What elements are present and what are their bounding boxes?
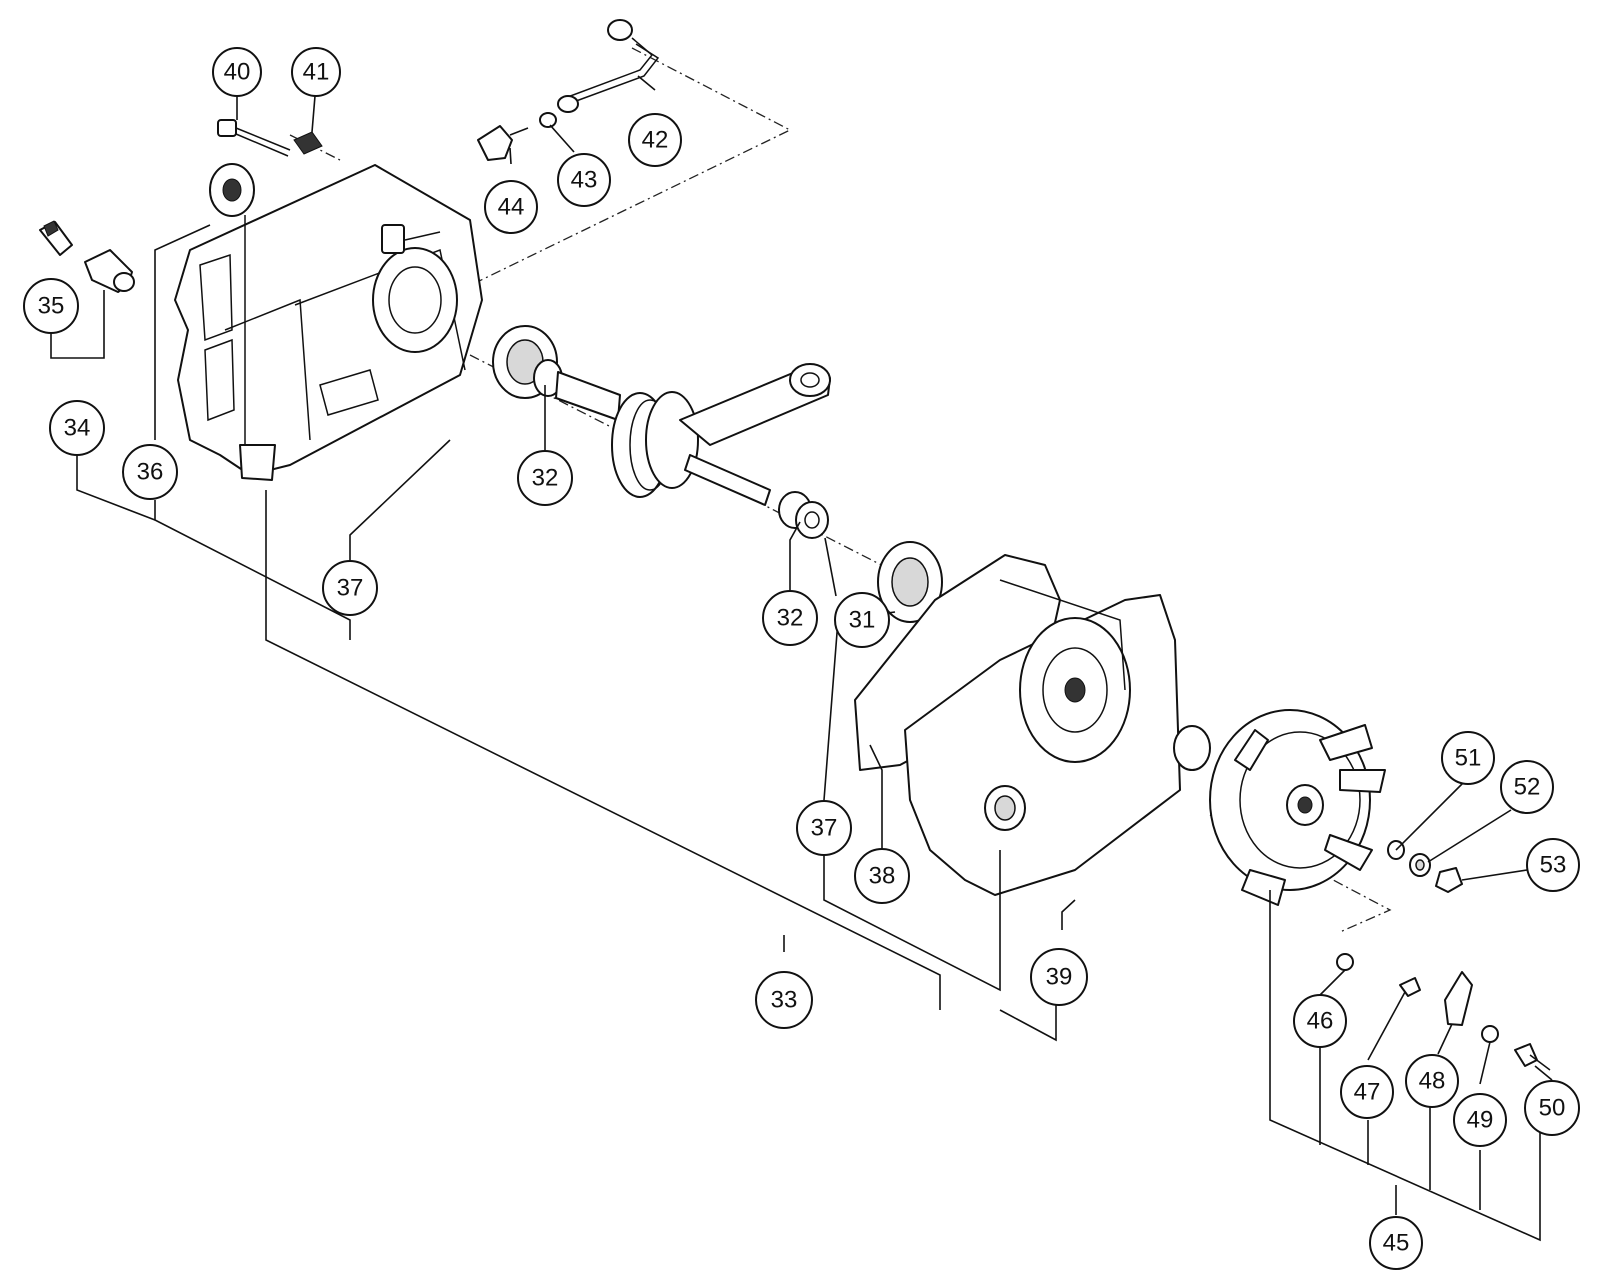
callout-50: 50 <box>1524 1080 1580 1136</box>
callout-32-lower: 32 <box>762 590 818 646</box>
callout-51: 51 <box>1441 731 1495 785</box>
svg-text:34: 34 <box>64 415 91 442</box>
svg-text:45: 45 <box>1383 1230 1410 1257</box>
callout-46: 46 <box>1293 994 1347 1048</box>
svg-text:36: 36 <box>137 459 164 486</box>
svg-text:32: 32 <box>777 605 804 632</box>
callout-49: 49 <box>1453 1093 1507 1147</box>
flywheel-assembly <box>1209 709 1551 1071</box>
callout-36: 36 <box>122 444 178 500</box>
callout-47: 47 <box>1340 1065 1394 1119</box>
callout-33: 33 <box>755 971 813 1029</box>
callout-52: 52 <box>1500 760 1554 814</box>
svg-text:41: 41 <box>303 59 330 86</box>
svg-text:33: 33 <box>771 987 798 1014</box>
svg-text:35: 35 <box>38 293 65 320</box>
right-crankcase-half <box>854 541 1211 896</box>
svg-text:39: 39 <box>1046 964 1073 991</box>
svg-text:42: 42 <box>642 127 669 154</box>
svg-text:49: 49 <box>1467 1107 1494 1134</box>
callout-42: 42 <box>628 113 682 167</box>
svg-text:51: 51 <box>1455 745 1482 772</box>
callout-44: 44 <box>484 180 538 234</box>
callout-40: 40 <box>212 47 262 97</box>
svg-text:32: 32 <box>532 465 559 492</box>
callout-41: 41 <box>291 47 341 97</box>
svg-text:37: 37 <box>811 815 838 842</box>
svg-text:50: 50 <box>1539 1095 1566 1122</box>
crankshaft-assembly <box>492 325 831 539</box>
bolt-40-nut-41 <box>217 119 323 157</box>
callout-45: 45 <box>1369 1216 1423 1270</box>
callout-48: 48 <box>1405 1054 1459 1108</box>
callout-38: 38 <box>854 848 910 904</box>
callout-31: 31 <box>834 592 890 648</box>
svg-text:52: 52 <box>1514 774 1541 801</box>
svg-text:40: 40 <box>224 59 251 86</box>
callout-53: 53 <box>1526 838 1580 892</box>
svg-text:43: 43 <box>571 167 598 194</box>
svg-text:47: 47 <box>1354 1079 1381 1106</box>
svg-text:48: 48 <box>1419 1068 1446 1095</box>
left-crankcase-half <box>174 163 483 481</box>
svg-text:53: 53 <box>1540 852 1567 879</box>
tube-42-fittings-43-44 <box>477 19 660 161</box>
callout-43: 43 <box>557 153 611 207</box>
callout-37-right: 37 <box>796 800 852 856</box>
svg-text:46: 46 <box>1307 1008 1334 1035</box>
svg-text:37: 37 <box>337 575 364 602</box>
fitting-35-parts <box>39 220 135 293</box>
svg-text:31: 31 <box>849 607 876 634</box>
leader-lines <box>50 75 1553 1242</box>
callout-37-left: 37 <box>322 560 378 616</box>
svg-text:38: 38 <box>869 863 896 890</box>
callout-34: 34 <box>49 400 105 456</box>
callout-35: 35 <box>23 278 79 334</box>
svg-text:44: 44 <box>498 194 525 221</box>
callout-32-upper: 32 <box>517 450 573 506</box>
callout-39: 39 <box>1030 948 1088 1006</box>
